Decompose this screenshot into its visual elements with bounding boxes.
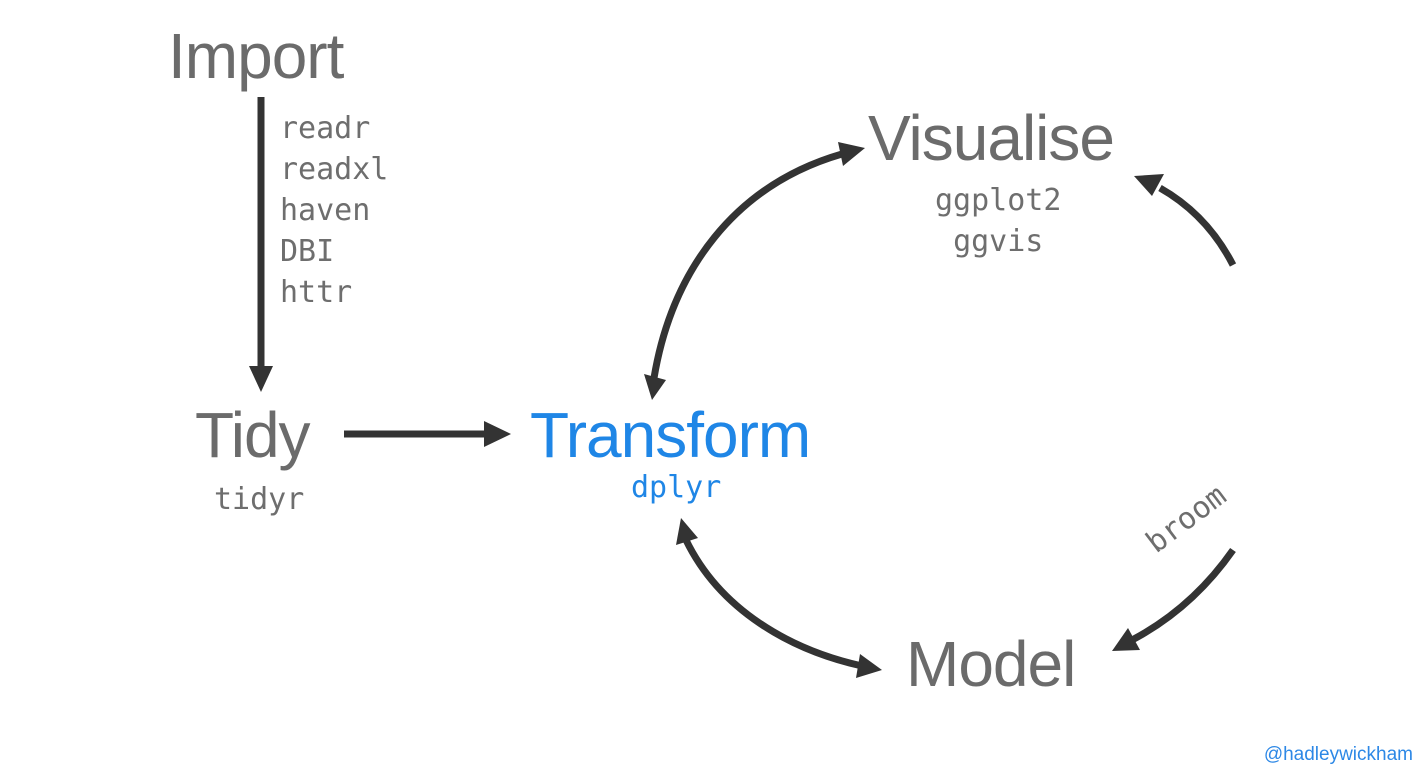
transform-title: Transform [530,399,811,471]
package-dplyr: dplyr [631,470,722,505]
model-title: Model [906,628,1076,700]
package-httr: httr [280,275,353,310]
arrow-transform-visualise [644,142,865,400]
arrow-tidy-to-transform [344,421,511,447]
arrow-transform-model [676,518,882,678]
package-readr: readr [280,111,371,146]
package-tidyr: tidyr [214,482,305,517]
package-ggplot2: ggplot2 [935,183,1062,218]
package-ggvis: ggvis [953,224,1044,259]
package-haven: haven [280,193,371,228]
tidy-title: Tidy [195,399,311,471]
visualise-title: Visualise [868,102,1115,174]
visualise-package-list: ggplot2 ggvis [935,180,1061,262]
arrow-model-visualise-cycle [1112,174,1237,651]
package-dbi: DBI [280,234,335,269]
package-readxl: readxl [280,152,389,187]
import-package-list: readr readxl haven DBI httr [280,108,388,313]
author-handle: @hadleywickham [1263,744,1413,765]
arrow-import-to-tidy [249,97,273,392]
import-title: Import [168,20,344,92]
